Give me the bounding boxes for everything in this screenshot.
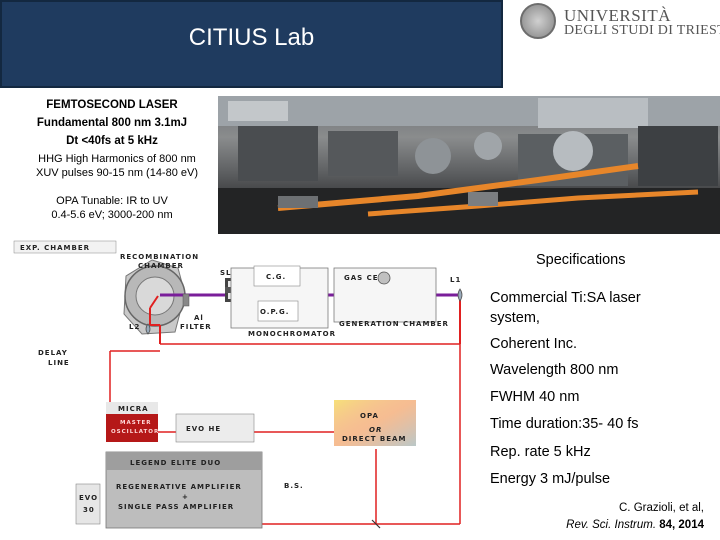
laser-line-3: Dt <40fs at 5 kHz — [66, 135, 158, 147]
evo-he-label: EVO HE — [186, 425, 221, 433]
logo-line-2: DEGLI STUDI DI TRIESTE — [564, 23, 720, 38]
laser-description: FEMTOSECOND LASER Fundamental 800 nm 3.1… — [22, 96, 202, 150]
hhg-line-2: XUV pulses 90-15 nm (14-80 eV) — [35, 167, 199, 179]
delay-line-label-2: LINE — [48, 359, 70, 367]
direct-beam-label: DIRECT BEAM — [342, 435, 406, 443]
cg-box — [253, 265, 301, 287]
spec-item-3: Wavelength 800 nm — [490, 362, 619, 378]
al-filter — [182, 293, 190, 307]
citation-journal: Rev. Sci. Instrum. — [566, 519, 657, 531]
evo-he-box — [175, 413, 255, 443]
slit-1-core — [225, 287, 233, 293]
title-banner: CITIUS Lab — [0, 0, 503, 88]
al-filter-label-1: Al — [194, 314, 204, 322]
l2-lens-icon — [145, 323, 151, 335]
lab-photo-illustration — [218, 96, 720, 234]
specs-heading: Specifications — [536, 252, 626, 268]
hhg-line-1: HHG High Harmonics of 800 nm — [38, 153, 196, 165]
opg-box — [257, 300, 299, 322]
university-seal-icon — [520, 3, 556, 39]
exp-chamber-label: EXP. CHAMBER — [20, 244, 90, 252]
recombination-label-1: RECOMBINATION — [120, 253, 199, 261]
master-label-1: MASTER — [120, 420, 151, 426]
gas-cell-icon — [377, 271, 391, 285]
page-title: CITIUS Lab — [188, 24, 315, 51]
evo30-label-1: EVO — [79, 494, 98, 502]
al-filter-label-2: FILTER — [180, 323, 212, 331]
opa-description: OPA Tunable: IR to UV 0.4-5.6 eV; 3000-2… — [22, 194, 202, 222]
master-label-2: OSCILLATOR — [111, 429, 159, 435]
single-pass-label: SINGLE PASS AMPLIFIER — [118, 503, 234, 511]
opa-box-gradient — [334, 400, 416, 446]
evo30-box — [75, 483, 101, 525]
bs-mirror-icon — [371, 519, 381, 529]
opa-or-label: OR — [369, 426, 382, 434]
spec-item-6: Rep. rate 5 kHz — [490, 444, 591, 460]
logo-line-1: UNIVERSITÀ — [564, 6, 671, 25]
plus-label: + — [182, 493, 189, 501]
micra-header — [106, 402, 158, 414]
spec-item-1-line-1: Commercial Ti:SA laser — [490, 290, 641, 306]
delay-line-label-1: DELAY — [38, 349, 68, 357]
l2-label: L2 — [129, 323, 140, 331]
l1-label: L1 — [450, 276, 461, 284]
spec-item-2: Coherent Inc. — [490, 336, 578, 352]
red-beam-recomb — [149, 295, 159, 309]
evo30-label-2: 30 — [83, 506, 95, 514]
citation-line-1: C. Grazioli, et al, — [619, 502, 704, 514]
spec-item-7: Energy 3 mJ/pulse — [490, 471, 611, 487]
opg-label: O.P.G. — [260, 308, 289, 316]
citation-volume: 84, 2014 — [659, 519, 704, 531]
university-logo: UNIVERSITÀ DEGLI STUDI DI TRIESTE — [516, 0, 720, 42]
monochromator-label: MONOCHROMATOR — [248, 330, 336, 338]
micra-label: MICRA — [118, 405, 149, 413]
spec-item-1-line-2: system, — [490, 310, 540, 326]
generation-chamber-label: GENERATION CHAMBER — [339, 320, 449, 328]
citation: C. Grazioli, et al, Rev. Sci. Instrum. 8… — [566, 500, 704, 534]
setup-diagram: EXP. CHAMBER RECOMBINATION CHAMBER L2 Al… — [13, 240, 463, 529]
opa-line-1: OPA Tunable: IR to UV — [56, 195, 168, 207]
gas-cell-label: GAS CELL — [344, 274, 389, 282]
spec-item-4: FWHM 40 nm — [490, 389, 580, 405]
l1-lens-icon — [457, 288, 463, 302]
laser-line-2: Fundamental 800 nm 3.1mJ — [36, 117, 188, 129]
opa-line-2: 0.4-5.6 eV; 3000-200 nm — [51, 209, 173, 221]
hhg-description: HHG High Harmonics of 800 nm XUV pulses … — [22, 152, 212, 180]
legend-elite-header — [106, 452, 262, 470]
spec-item-5: Time duration:35- 40 fs — [490, 416, 639, 432]
citation-line-2: Rev. Sci. Instrum. 84, 2014 — [566, 517, 704, 534]
legend-elite-label: LEGEND ELITE DUO — [130, 459, 221, 467]
cg-label: C.G. — [266, 273, 286, 281]
opa-box-label: OPA — [360, 412, 379, 420]
exp-chamber-box — [13, 240, 117, 254]
regen-amp-label: REGENERATIVE AMPLIFIER — [116, 483, 242, 491]
lab-photo — [218, 96, 720, 234]
recombination-label-2: CHAMBER — [138, 262, 184, 270]
bs-label: B.S. — [284, 482, 304, 490]
laser-line-1: FEMTOSECOND LASER — [46, 99, 178, 111]
